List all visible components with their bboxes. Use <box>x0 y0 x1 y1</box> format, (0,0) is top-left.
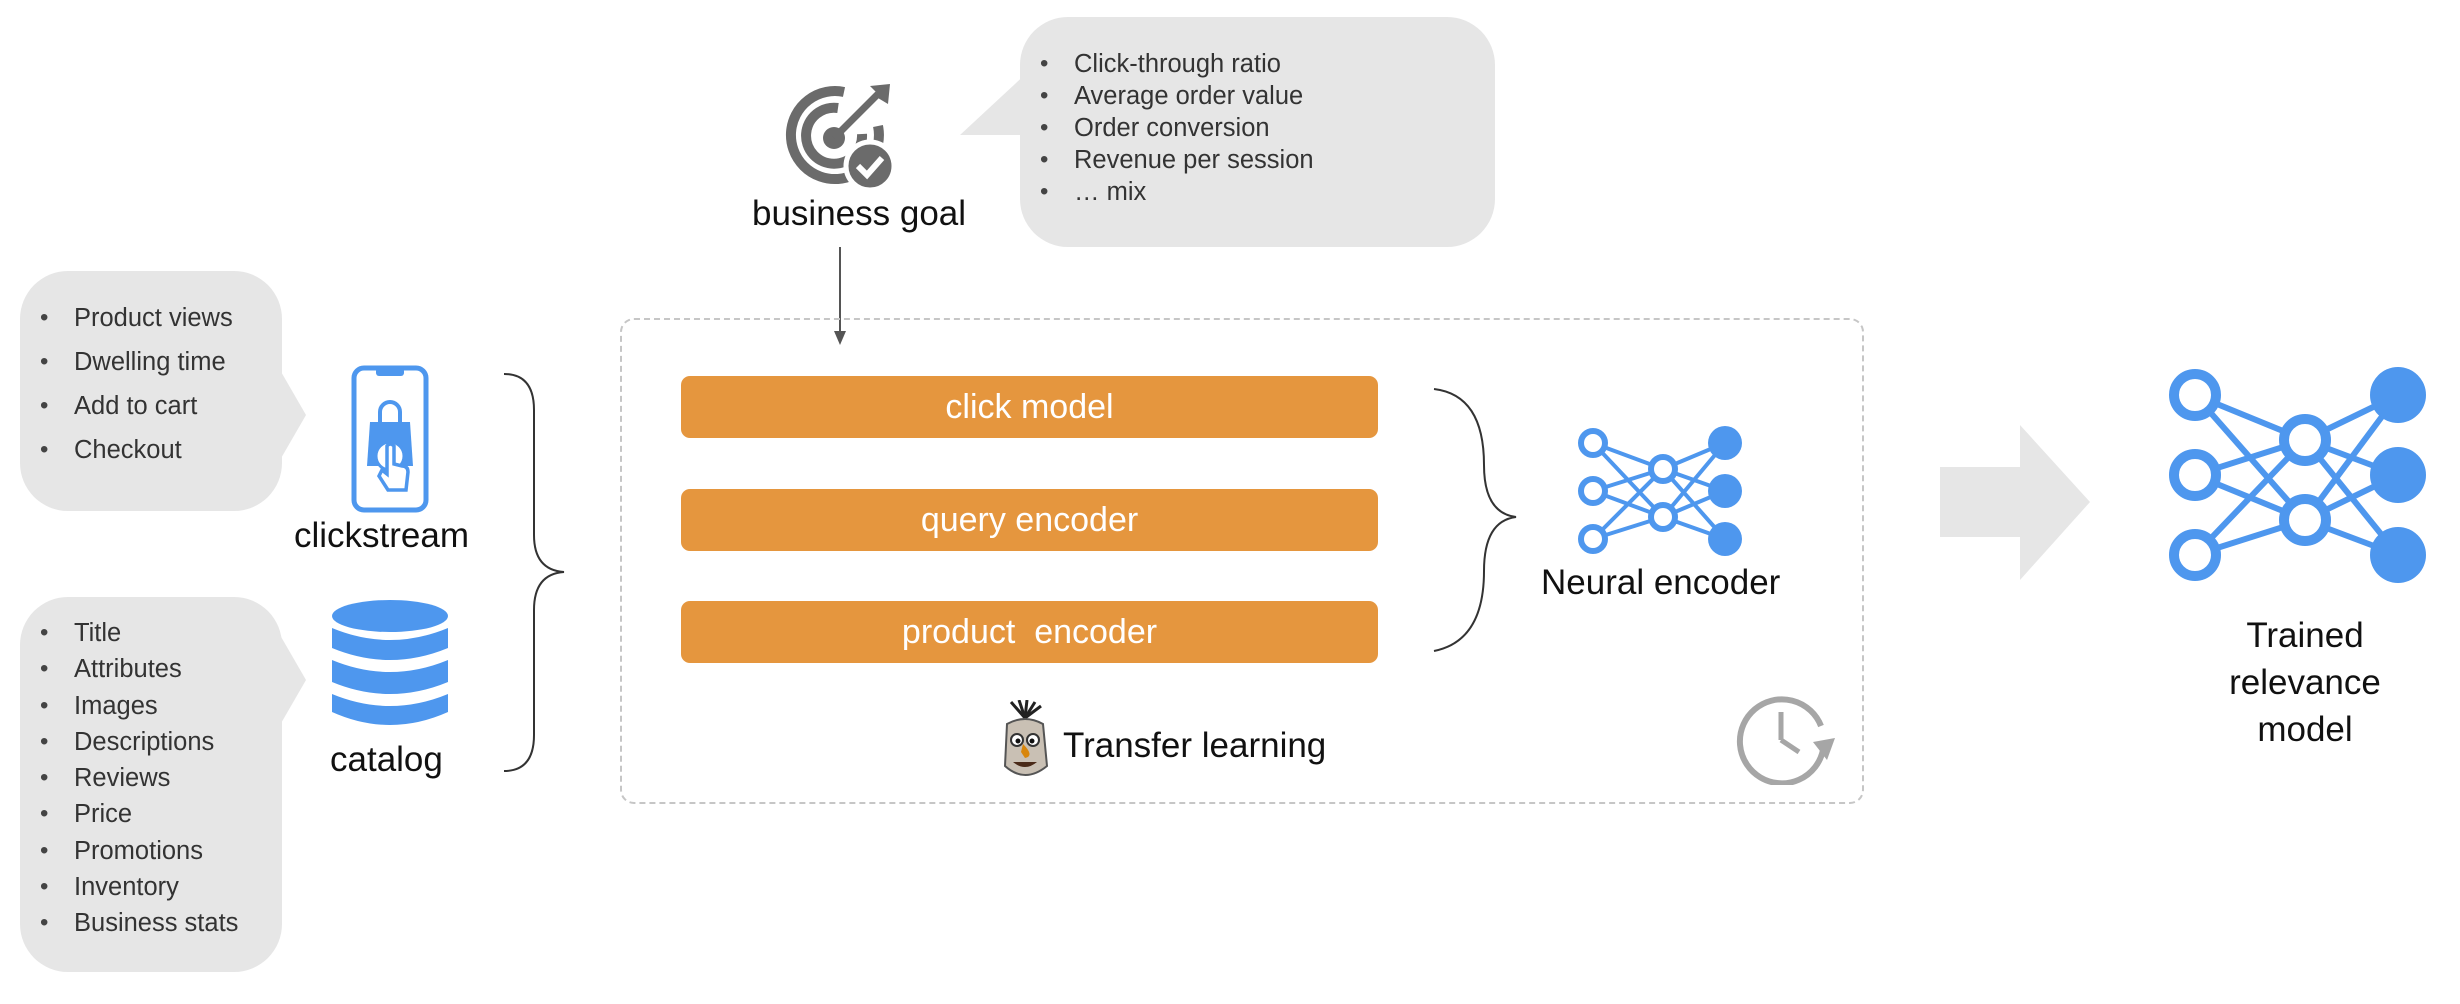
clickstream-signals-bubble: Product views Dwelling time Add to cart … <box>20 271 282 511</box>
input-merge-brace <box>503 373 565 772</box>
list-item: … mix <box>1020 178 1495 210</box>
list-item: Images <box>20 692 282 728</box>
clickstream-bubble-pointer <box>280 370 306 460</box>
list-item: Product views <box>20 304 282 348</box>
trained-relevance-model-label: Trained relevance model <box>2180 612 2430 753</box>
catalog-fields-list: Title Attributes Images Descriptions Rev… <box>20 597 282 946</box>
clickstream-signals-list: Product views Dwelling time Add to cart … <box>20 271 282 480</box>
list-item: Reviews <box>20 764 282 800</box>
goal-bubble-pointer <box>960 70 1030 135</box>
business-goal-label: business goal <box>752 194 967 233</box>
list-item: Attributes <box>20 655 282 691</box>
neural-network-icon <box>1578 426 1742 556</box>
bert-mascot-icon <box>1003 700 1049 776</box>
list-item: Checkout <box>20 436 282 480</box>
list-item: Add to cart <box>20 392 282 436</box>
click-model-block: click model <box>681 376 1378 438</box>
clock-refresh-icon <box>1736 696 1835 785</box>
catalog-bubble-pointer <box>280 635 306 725</box>
list-item: Revenue per session <box>1020 146 1495 178</box>
query-encoder-block: query encoder <box>681 489 1378 551</box>
business-goal-metrics-bubble: Click-through ratio Average order value … <box>1020 17 1495 247</box>
database-icon <box>332 600 448 725</box>
list-item: Inventory <box>20 873 282 909</box>
list-item: Order conversion <box>1020 114 1495 146</box>
transfer-learning-box <box>620 318 1864 804</box>
list-item: Descriptions <box>20 728 282 764</box>
neural-encoder-label: Neural encoder <box>1541 563 1781 602</box>
trained-label-line-1: Trained <box>2246 616 2364 655</box>
trained-network-icon <box>2169 367 2426 583</box>
list-item: Business stats <box>20 909 282 945</box>
list-item: Price <box>20 800 282 836</box>
product-encoder-block: product encoder <box>681 601 1378 663</box>
list-item: Click-through ratio <box>1020 50 1495 82</box>
phone-shopping-icon <box>351 365 429 513</box>
encoder-merge-brace <box>1433 388 1517 652</box>
catalog-label: catalog <box>330 740 443 779</box>
business-goal-metrics-list: Click-through ratio Average order value … <box>1020 17 1495 210</box>
trained-label-line-2: relevance <box>2229 663 2381 702</box>
target-check-icon <box>785 84 897 193</box>
catalog-fields-bubble: Title Attributes Images Descriptions Rev… <box>20 597 282 972</box>
output-arrow <box>1940 425 2090 580</box>
list-item: Title <box>20 619 282 655</box>
list-item: Dwelling time <box>20 348 282 392</box>
list-item: Promotions <box>20 837 282 873</box>
clickstream-label: clickstream <box>294 516 470 555</box>
trained-label-line-3: model <box>2257 710 2353 749</box>
list-item: Average order value <box>1020 82 1495 114</box>
transfer-learning-label: Transfer learning <box>1063 726 1327 765</box>
